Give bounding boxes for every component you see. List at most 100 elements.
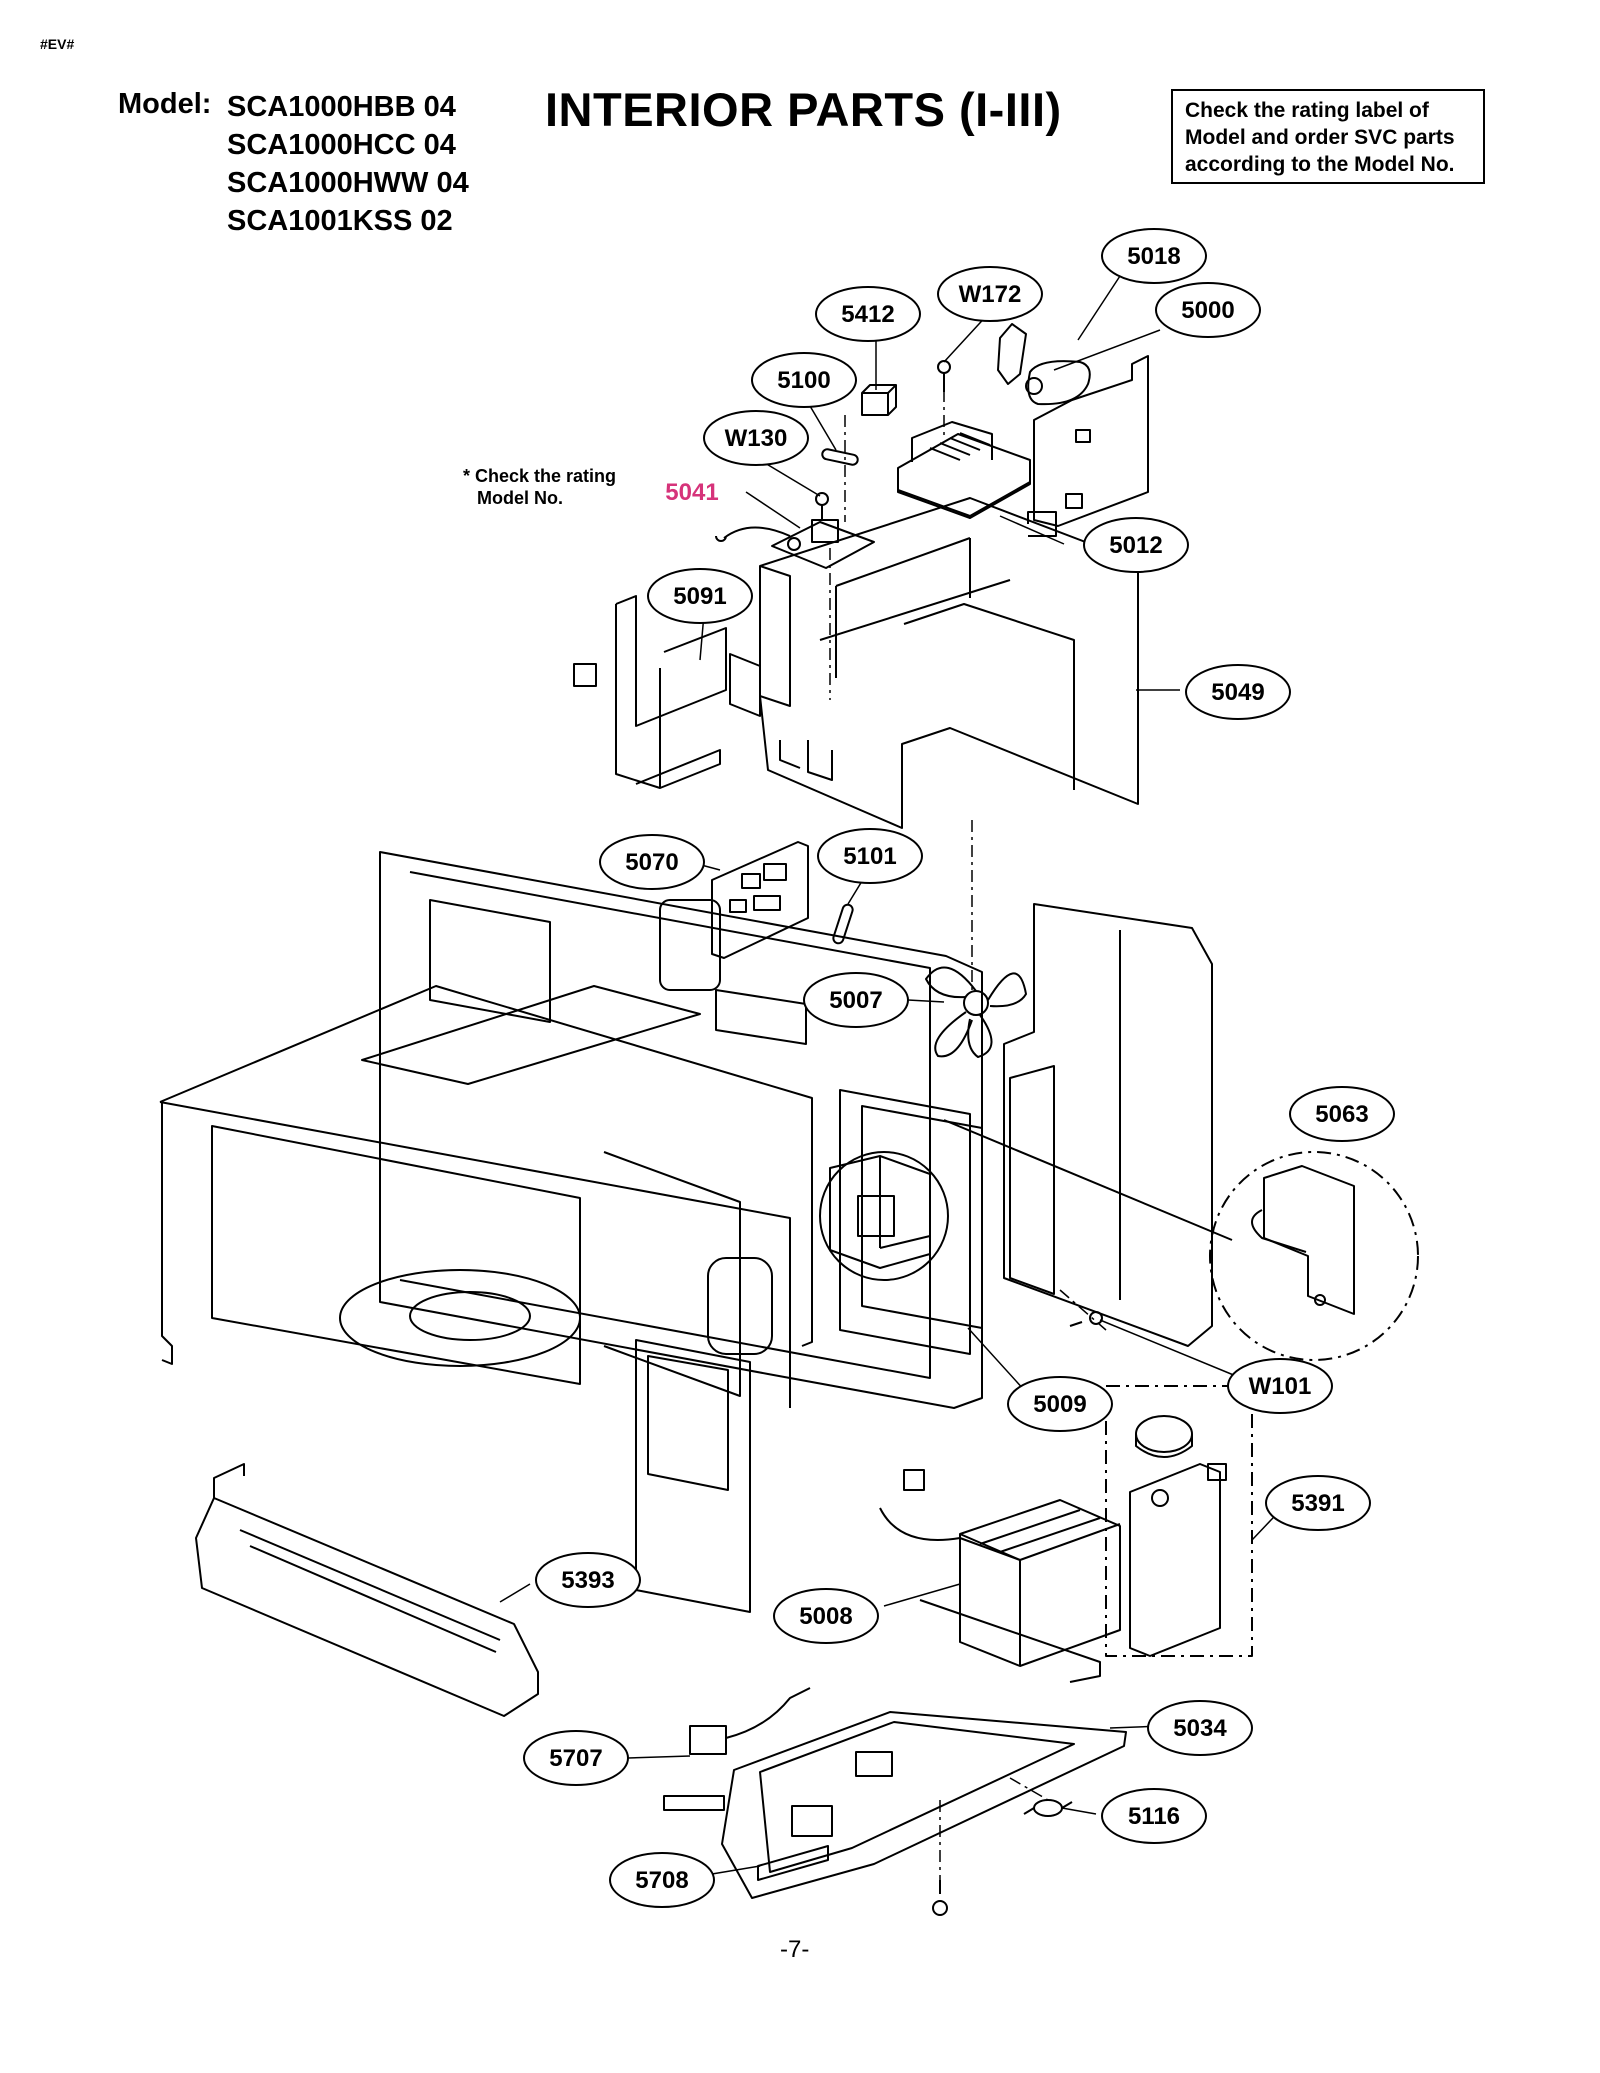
part-callout-5012: 5012 <box>1083 517 1189 573</box>
part-callout-w101: W101 <box>1227 1358 1333 1414</box>
part-5708-drawing <box>757 1805 833 1881</box>
part-number-label: 5116 <box>1128 1803 1180 1830</box>
part-callout-w172: W172 <box>937 266 1043 322</box>
part-5070-drawing <box>711 841 809 959</box>
cabinet-drawing <box>379 851 983 1409</box>
magnetron-drawing <box>829 1155 931 1269</box>
part-callout-5116: 5116 <box>1101 1788 1207 1844</box>
callout-bubble <box>609 1852 715 1908</box>
part-callout-5391: 5391 <box>1265 1475 1371 1531</box>
part-callout-5393: 5393 <box>535 1552 641 1608</box>
page-number: -7- <box>780 1936 810 1963</box>
part-callout-5707: 5707 <box>523 1730 629 1786</box>
part-number-label: 5412 <box>841 301 894 328</box>
part-callout-5018: 5018 <box>1101 228 1207 284</box>
part-5034-drawing <box>721 1711 1127 1899</box>
part-number-label: 5018 <box>1127 243 1180 270</box>
part-number-label: 5708 <box>635 1867 688 1894</box>
callout-bubble <box>751 352 857 408</box>
part-number-label: 5063 <box>1315 1101 1368 1128</box>
part-5063-drawing <box>1251 1165 1355 1315</box>
part-callout-5041: 5041 <box>665 479 718 506</box>
part-5101-fuse <box>832 903 854 945</box>
model-number: SCA1000HCC 04 <box>227 129 456 161</box>
document-code: #EV# <box>40 36 75 52</box>
part-callout-5063: 5063 <box>1289 1086 1395 1142</box>
leader-line <box>943 1119 1233 1241</box>
part-number-label: W130 <box>725 425 788 452</box>
part-number-label: W101 <box>1249 1373 1312 1400</box>
part-number-label: 5100 <box>777 367 830 394</box>
part-5393-drawing <box>195 1463 539 1717</box>
callout-bubble <box>1147 1700 1253 1756</box>
callout-bubble <box>817 828 923 884</box>
bracket-drawing <box>1033 355 1149 527</box>
part-number-label: 5091 <box>673 583 726 610</box>
callout-bubble <box>815 286 921 342</box>
part-number-label: 5070 <box>625 849 678 876</box>
air-duct-panel <box>1003 903 1213 1347</box>
note-line: Model and order SVC parts <box>1185 126 1455 149</box>
model-list: SCA1000HBB 04 SCA1000HCC 04 SCA1000HWW 0… <box>227 88 469 240</box>
part-number-label: 5012 <box>1109 532 1162 559</box>
part-5091-drawing <box>573 595 727 789</box>
part-callout-5708: 5708 <box>609 1852 715 1908</box>
side-note-line: Model No. <box>477 488 563 508</box>
callout-bubble <box>1101 1788 1207 1844</box>
part-5008-drawing <box>879 1469 1121 1683</box>
callout-bubble <box>535 1552 641 1608</box>
part-number-label: W172 <box>959 281 1022 308</box>
callout-bubble <box>1289 1086 1395 1142</box>
part-callout-5008: 5008 <box>773 1588 879 1644</box>
callout-bubble <box>803 972 909 1028</box>
part-callout-5101: 5101 <box>817 828 923 884</box>
guide-lines <box>829 390 1107 1880</box>
part-5100-fuse <box>821 448 859 466</box>
side-rating-note: * Check the rating Model No. <box>463 465 616 509</box>
part-5391-drawing <box>1129 1415 1227 1657</box>
side-note-line: * Check the rating <box>463 466 617 486</box>
callout-bubble <box>1101 228 1207 284</box>
part-number-label: 5034 <box>1173 1715 1227 1742</box>
page-title: INTERIOR PARTS (I-III) <box>545 83 1062 136</box>
part-number-label: 5049 <box>1211 679 1264 706</box>
part-w172-screw <box>937 360 951 392</box>
callout-bubble <box>1265 1475 1371 1531</box>
part-number-label: 5101 <box>843 843 896 870</box>
callout-bubble <box>1155 282 1261 338</box>
model-label: Model: <box>118 88 212 120</box>
callout-bubble <box>1007 1376 1113 1432</box>
part-callout-5412: 5412 <box>815 286 921 342</box>
leader-lines <box>499 275 1291 1877</box>
part-callout-5091: 5091 <box>647 568 753 624</box>
part-callout-5100: 5100 <box>751 352 857 408</box>
callout-bubble <box>647 568 753 624</box>
part-number-label: 5000 <box>1181 297 1234 324</box>
part-w130-screw <box>815 492 829 520</box>
part-callout-5009: 5009 <box>1007 1376 1113 1432</box>
part-number-label: 5393 <box>561 1567 614 1594</box>
rating-note-box: Check the rating label of Model and orde… <box>1171 89 1485 184</box>
model-number: SCA1000HBB 04 <box>227 91 456 123</box>
part-5012-drawing <box>897 421 1031 519</box>
magnetron-detail-circle <box>819 1151 949 1281</box>
part-callout-w130: W130 <box>703 410 809 466</box>
part-number-label: 5008 <box>799 1603 852 1630</box>
part-5412-drawing <box>861 384 897 416</box>
part-number-label: 5007 <box>829 987 882 1014</box>
part-callout-5070: 5070 <box>599 834 705 890</box>
callout-bubble <box>703 410 809 466</box>
part-number-label: 5041 <box>665 479 718 506</box>
part-callout-5000: 5000 <box>1155 282 1261 338</box>
part-number-label: 5707 <box>549 1745 602 1772</box>
part-5707-drawing <box>663 1687 811 1811</box>
note-line: according to the Model No. <box>1185 153 1455 176</box>
callout-bubble <box>1185 664 1291 720</box>
note-line: Check the rating label of <box>1185 99 1429 122</box>
part-number-label: 5009 <box>1033 1391 1086 1418</box>
part-5049-drawing <box>729 497 1139 829</box>
model-number: SCA1001KSS 02 <box>227 205 453 237</box>
callout-bubble <box>1083 517 1189 573</box>
